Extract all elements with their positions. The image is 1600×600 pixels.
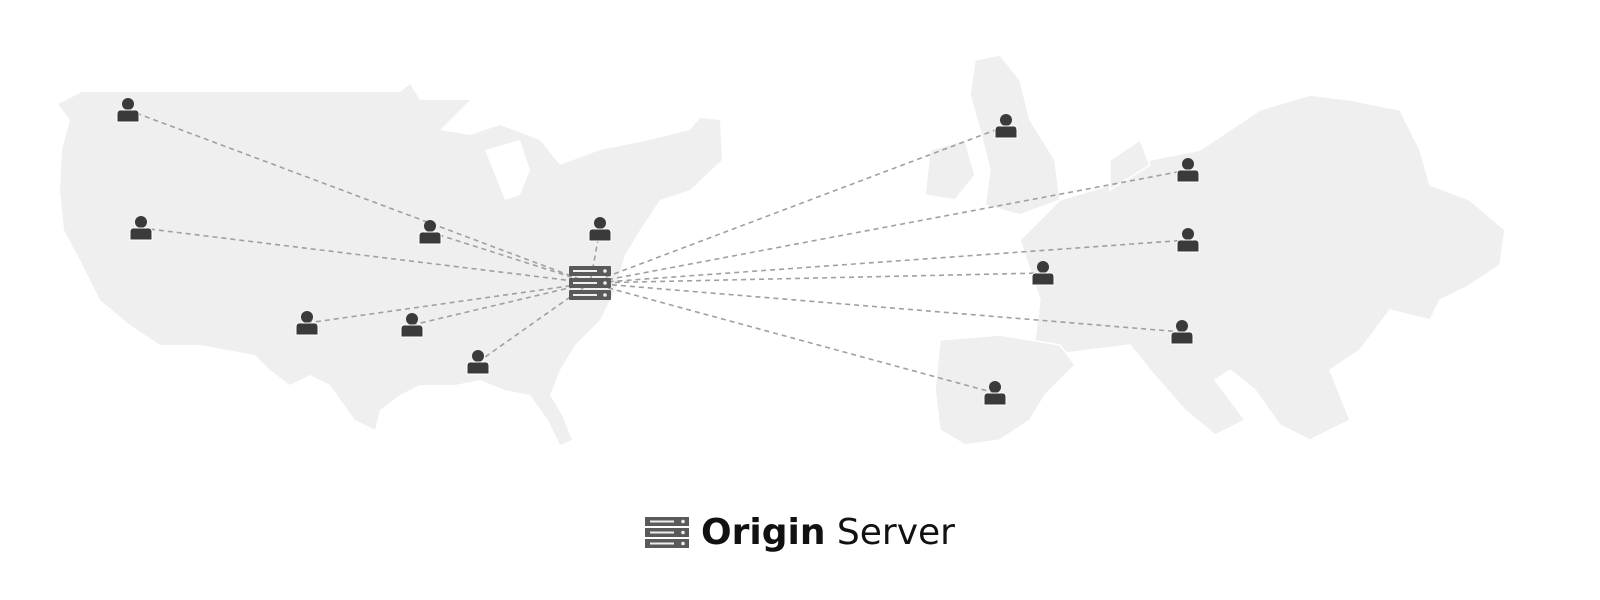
connection-line [411, 282, 591, 326]
connection-line [589, 272, 1044, 284]
user-icon[interactable] [129, 216, 153, 241]
connection-line [429, 231, 591, 284]
connection-line [589, 282, 996, 394]
server-icon [645, 516, 690, 548]
connection-line [306, 282, 591, 324]
user-icon[interactable] [400, 313, 424, 338]
connection-line [589, 282, 1183, 333]
legend-label-regular: Server [836, 512, 955, 553]
user-icon[interactable] [116, 98, 140, 123]
europe-landmass [924, 54, 1506, 446]
connection-line [589, 169, 1189, 284]
user-icon[interactable] [994, 114, 1018, 139]
legend-label: Origin Server [701, 512, 955, 553]
connection-line [477, 282, 591, 363]
user-icon[interactable] [1176, 228, 1200, 253]
user-icon[interactable] [983, 381, 1007, 406]
user-icon[interactable] [466, 350, 490, 375]
user-icon[interactable] [418, 220, 442, 245]
users [116, 98, 1200, 406]
legend: Origin Server [0, 512, 1600, 553]
user-icon[interactable] [588, 217, 612, 242]
user-icon[interactable] [295, 311, 319, 336]
connection-line [127, 109, 591, 284]
user-icon[interactable] [1031, 261, 1055, 286]
legend-label-bold: Origin [701, 512, 826, 553]
connection-line [140, 227, 591, 284]
usa-landmass [58, 84, 722, 445]
user-icon[interactable] [1170, 320, 1194, 345]
connection-line [589, 239, 1189, 284]
connection-line [589, 125, 1007, 284]
origin-server-icon[interactable] [569, 266, 611, 300]
connection-lines [127, 109, 1189, 394]
user-icon[interactable] [1176, 158, 1200, 183]
